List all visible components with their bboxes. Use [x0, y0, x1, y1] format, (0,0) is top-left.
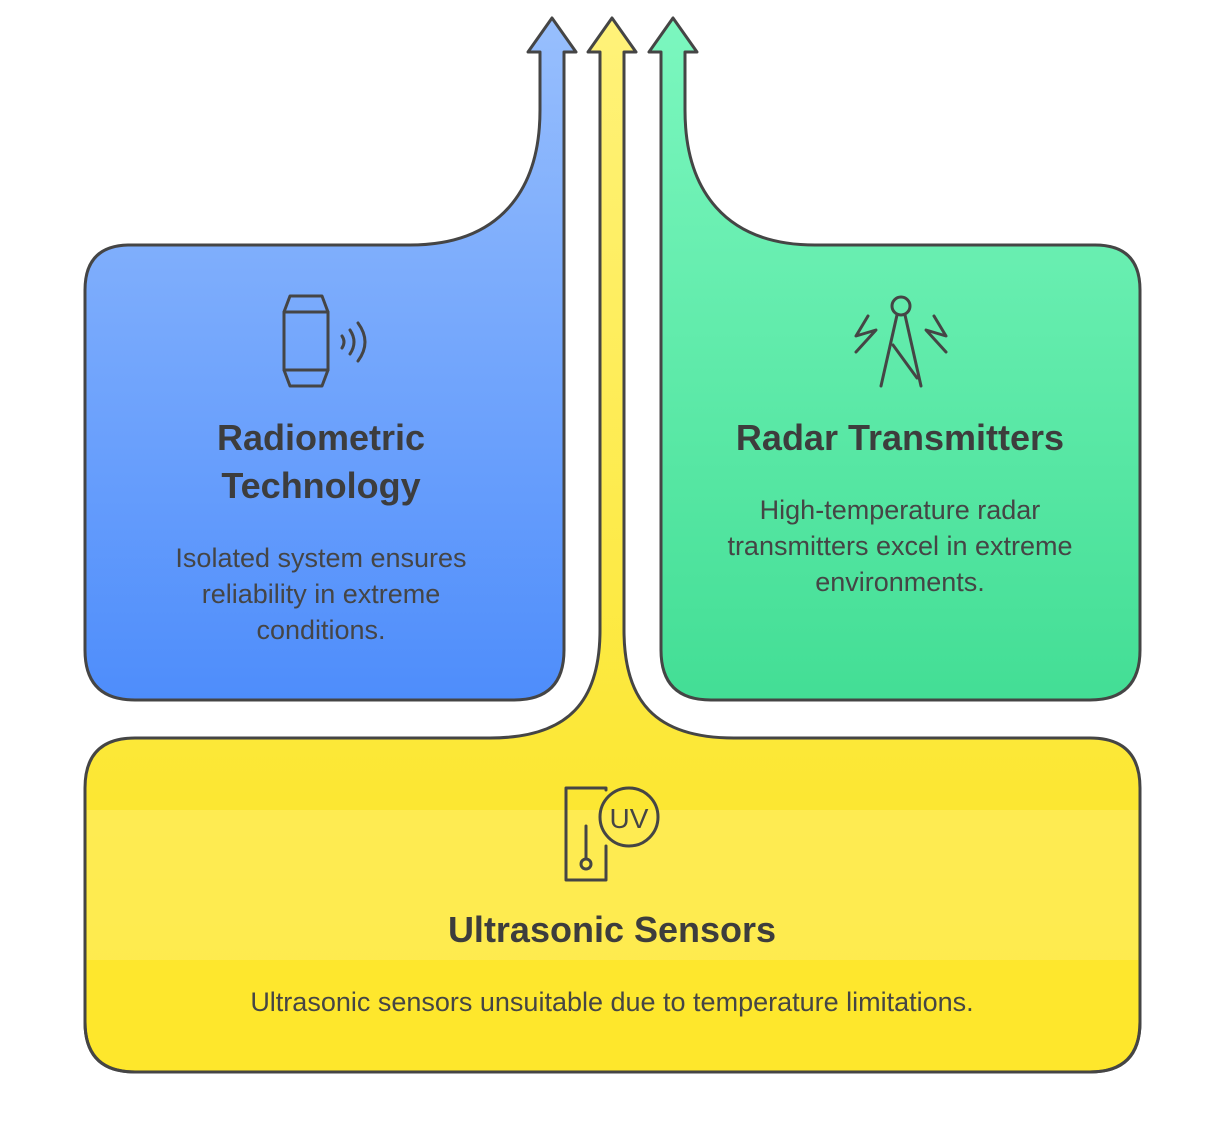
radiometric-technology-title: Radiometric Technology	[216, 417, 426, 506]
radar-transmitters-description: High-temperature radar transmitters exce…	[727, 495, 1073, 597]
radiometric-technology-description: Isolated system ensures reliability in e…	[175, 543, 467, 645]
radio-tower-icon	[854, 295, 948, 388]
ultrasonic-sensors-title: Ultrasonic Sensors	[447, 909, 777, 950]
radar-transmitters-title: Radar Transmitters	[735, 417, 1065, 458]
ultrasonic-sensors-band-bottom	[87, 960, 1138, 1070]
radiometric-technology-shape	[83, 16, 578, 702]
uv-sensor-icon	[564, 786, 660, 882]
radar-transmitters-shape	[647, 16, 1142, 702]
ultrasonic-sensors-description: Ultrasonic sensors unsuitable due to tem…	[250, 987, 974, 1017]
uv-icon-label: UV	[610, 803, 649, 834]
smartwatch-signal-icon	[282, 294, 367, 388]
ultrasonic-sensors-outline	[83, 788, 1142, 1074]
